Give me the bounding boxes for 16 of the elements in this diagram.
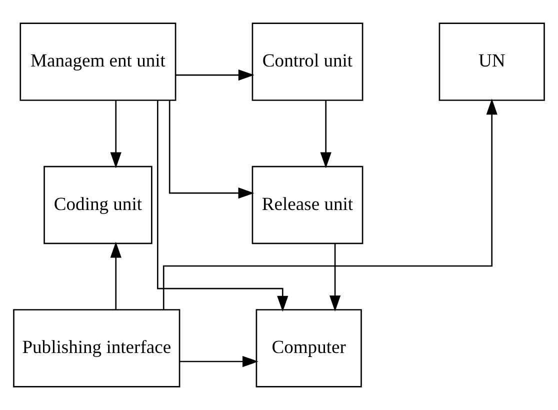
node-box: Managem ent unit: [20, 22, 176, 101]
node-box: Control unit: [252, 22, 364, 101]
arrow: [329, 244, 341, 312]
arrow: [176, 69, 254, 81]
node-box: Release unit: [252, 166, 364, 244]
arrow: [110, 242, 122, 310]
arrow: [110, 100, 122, 168]
arrow: [162, 98, 498, 310]
arrow: [320, 100, 332, 168]
node-box: UN: [438, 22, 545, 101]
arrow: [180, 356, 258, 368]
arrow: [156, 100, 288, 312]
node-box: Publishing interface: [13, 309, 180, 388]
arrow: [168, 100, 254, 199]
node-box: Coding unit: [44, 166, 152, 244]
node-box: Computer: [256, 309, 362, 388]
